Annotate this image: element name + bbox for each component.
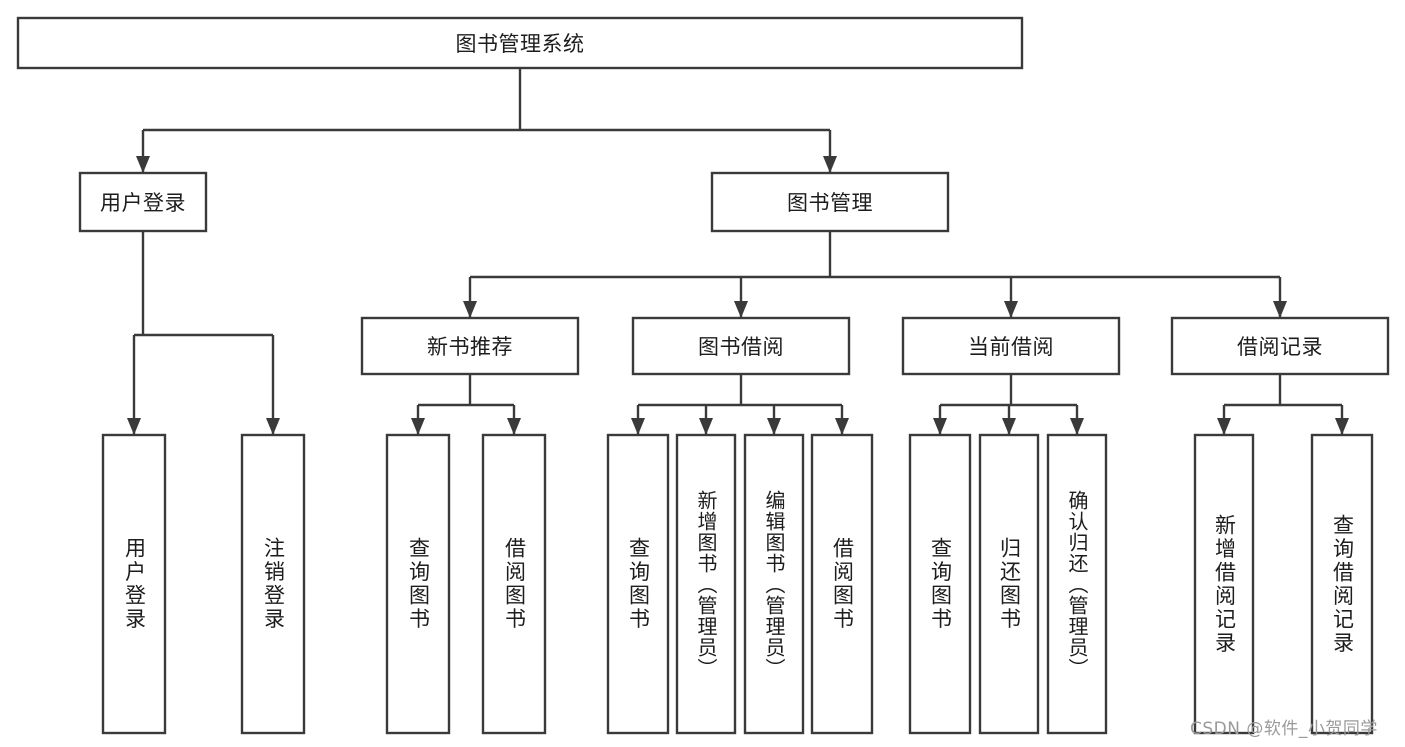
watermark-text: CSDN @软件_小贺同学: [1190, 719, 1378, 739]
leaf-box-借阅图书[interactable]: [810, 433, 874, 735]
arrow-icon-borrow-to-leaves-3: [835, 418, 849, 435]
level3-box-借阅记录[interactable]: [1170, 316, 1390, 376]
arrow-icon-newbook-to-leaves-1: [507, 418, 521, 435]
level2-box-用户登录[interactable]: [78, 171, 208, 233]
arrow-icon-login-to-leaves-1: [266, 418, 280, 435]
connectors-layer: [127, 68, 1349, 435]
arrow-icon-borrow-to-leaves-1: [699, 418, 713, 435]
leaf-box-查询图书[interactable]: [385, 433, 451, 735]
level3-box-新书推荐[interactable]: [360, 316, 580, 376]
leaf-box-编辑图书管理员[interactable]: [743, 433, 805, 735]
arrow-icon-booksys-to-level3-2: [1004, 301, 1018, 318]
arrow-icon-root-to-level2-1: [823, 156, 837, 173]
arrow-icon-borrow-to-leaves-2: [767, 418, 781, 435]
level3-box-当前借阅[interactable]: [901, 316, 1121, 376]
arrow-icon-root-to-level2-0: [136, 156, 150, 173]
leaf-box-注销登录[interactable]: [240, 433, 306, 735]
leaf-box-借阅图书[interactable]: [481, 433, 547, 735]
level2-box-图书管理[interactable]: [710, 171, 950, 233]
leaf-box-新增借阅记录[interactable]: [1193, 433, 1255, 735]
arrow-icon-newbook-to-leaves-0: [411, 418, 425, 435]
arrow-icon-booksys-to-level3-3: [1273, 301, 1287, 318]
root-box-图书管理系统[interactable]: [16, 16, 1024, 70]
arrow-icon-booksys-to-level3-0: [463, 301, 477, 318]
leaf-box-新增图书管理员[interactable]: [675, 433, 737, 735]
leaf-box-查询图书[interactable]: [606, 433, 670, 735]
arrow-icon-record-to-leaves-1: [1335, 418, 1349, 435]
leaf-box-确认归还管理员[interactable]: [1046, 433, 1108, 735]
leaf-box-归还图书[interactable]: [978, 433, 1040, 735]
arrow-icon-current-to-leaves-2: [1070, 418, 1084, 435]
arrow-icon-current-to-leaves-1: [1002, 418, 1016, 435]
leaf-box-查询借阅记录[interactable]: [1310, 433, 1374, 735]
arrow-icon-login-to-leaves-0: [127, 418, 141, 435]
leaf-box-用户登录[interactable]: [101, 433, 167, 735]
level3-box-图书借阅[interactable]: [631, 316, 851, 376]
node-boxes-layer: [16, 16, 1390, 735]
arrow-icon-record-to-leaves-0: [1217, 418, 1231, 435]
arrow-icon-current-to-leaves-0: [933, 418, 947, 435]
leaf-box-查询图书[interactable]: [908, 433, 972, 735]
arrow-icon-booksys-to-level3-1: [734, 301, 748, 318]
arrow-icon-borrow-to-leaves-0: [631, 418, 645, 435]
